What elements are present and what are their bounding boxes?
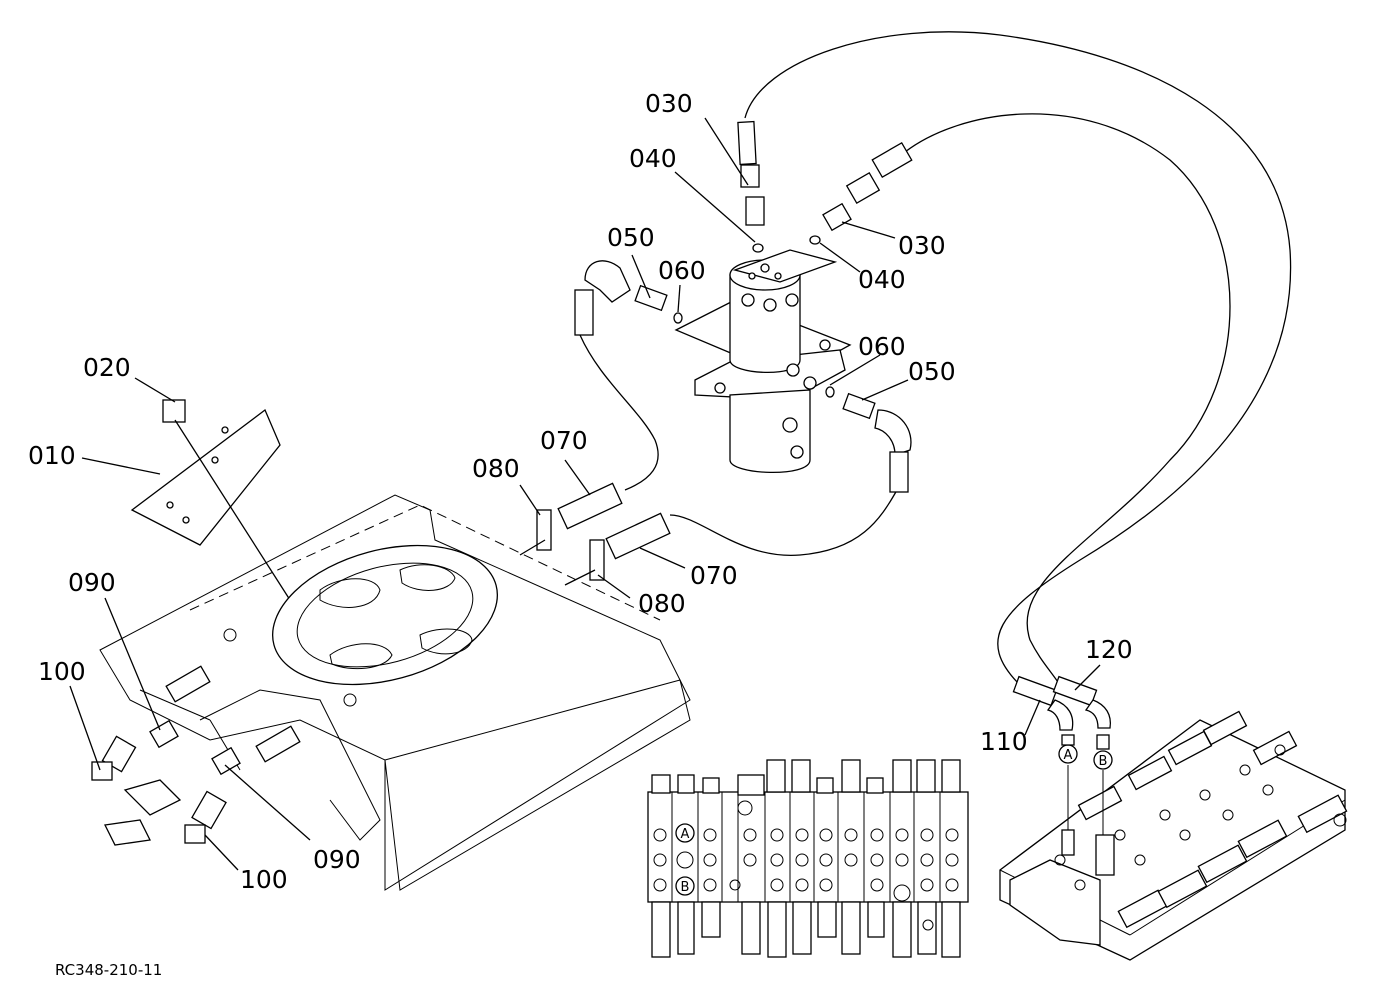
- leader-lines: [69, 117, 1101, 871]
- callout-070-lower: 070: [690, 561, 738, 590]
- control-valve-assembly: A B: [999, 675, 1348, 961]
- schematic-port-a-marker: [675, 823, 695, 843]
- schematic-port-b-label: B: [681, 880, 690, 895]
- callout-100-lower: 100: [240, 865, 288, 894]
- valve-ports: [1054, 744, 1347, 891]
- valve-port-holes: [653, 800, 959, 931]
- callout-labels: 030 040 030 040 050 060 060 050 020 010 …: [28, 89, 1133, 894]
- callout-030-right: 030: [898, 231, 946, 260]
- callout-090-left: 090: [68, 568, 116, 597]
- callout-040-right: 040: [858, 265, 906, 294]
- callout-020: 020: [83, 353, 131, 382]
- port-b-marker: [1093, 750, 1113, 770]
- valve-schematic: A B: [647, 759, 969, 958]
- callout-100-left: 100: [38, 657, 86, 686]
- schematic-port-b-marker: [675, 876, 695, 896]
- schematic-port-a-label: A: [681, 827, 690, 842]
- callout-080-upper: 080: [472, 454, 520, 483]
- fittings-090-100: [91, 665, 301, 846]
- callout-090-lower: 090: [313, 845, 361, 874]
- callout-010: 010: [28, 441, 76, 470]
- fittings-030-040: [737, 120, 913, 253]
- callout-040-upper: 040: [629, 144, 677, 173]
- fittings-070-080: [519, 482, 671, 586]
- drawing-code: RC348-210-11: [55, 961, 162, 979]
- cover-plate: [130, 399, 291, 601]
- callout-060-left: 060: [658, 256, 706, 285]
- swivel-joint: [674, 249, 852, 474]
- callout-120: 120: [1085, 635, 1133, 664]
- port-a-label: A: [1064, 748, 1073, 763]
- callout-060-right: 060: [858, 332, 906, 361]
- callout-110: 110: [980, 727, 1028, 756]
- callout-030-upper: 030: [645, 89, 693, 118]
- fittings-050-060: [574, 260, 912, 493]
- callout-050-right: 050: [908, 357, 956, 386]
- callout-080-lower: 080: [638, 589, 686, 618]
- port-b-label: B: [1099, 754, 1108, 769]
- callout-070-upper: 070: [540, 426, 588, 455]
- frame: [99, 494, 691, 891]
- callout-050-left: 050: [607, 223, 655, 252]
